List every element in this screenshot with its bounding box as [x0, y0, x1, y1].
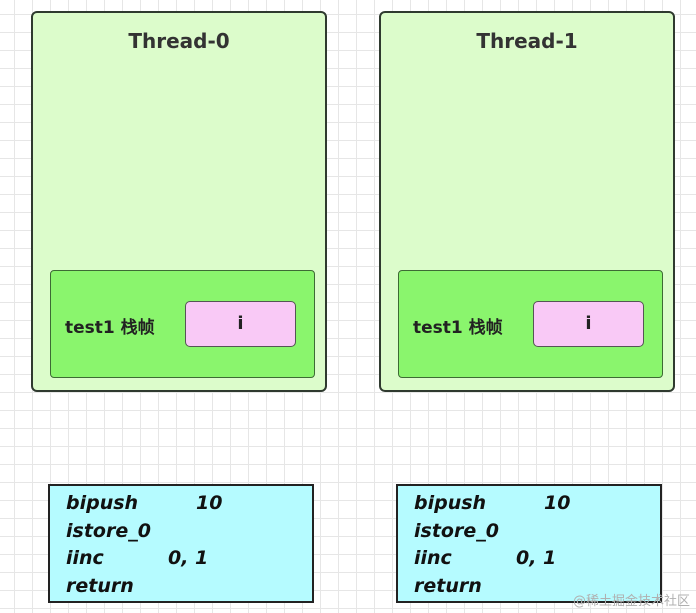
stack-frame: test1 栈帧 i: [50, 270, 315, 378]
frame-label: test1 栈帧: [65, 318, 155, 338]
bytecode-line: return: [414, 573, 660, 601]
thread-1-box: Thread-1 test1 栈帧 i: [379, 11, 675, 392]
bytecode-line: istore_0: [414, 518, 660, 546]
bytecode-arg: 10: [196, 492, 223, 514]
bytecode-op: return: [414, 574, 482, 597]
bytecode-op: istore_0: [66, 519, 151, 542]
bytecode-op: istore_0: [414, 519, 499, 542]
bytecode-box-1: bipush 10 istore_0 iinc 0, 1 return: [396, 484, 662, 603]
frame-label: test1 栈帧: [413, 318, 503, 338]
bytecode-op: iinc: [414, 547, 452, 569]
bytecode-line: bipush 10: [66, 490, 312, 518]
bytecode-op: bipush: [66, 492, 139, 514]
bytecode-op: return: [66, 574, 134, 597]
local-variable-box: i: [185, 301, 296, 347]
thread-0-box: Thread-0 test1 栈帧 i: [31, 11, 327, 392]
bytecode-line: bipush 10: [414, 490, 660, 518]
watermark: @稀土掘金技术社区: [572, 594, 690, 609]
stack-frame: test1 栈帧 i: [398, 270, 663, 378]
bytecode-arg: 0, 1: [168, 547, 209, 569]
bytecode-arg: 10: [544, 492, 571, 514]
bytecode-arg: 0, 1: [516, 547, 557, 569]
bytecode-line: return: [66, 573, 312, 601]
bytecode-line: iinc 0, 1: [414, 545, 660, 573]
bytecode-line: iinc 0, 1: [66, 545, 312, 573]
local-variable-box: i: [533, 301, 644, 347]
thread-title: Thread-0: [128, 29, 230, 53]
bytecode-line: istore_0: [66, 518, 312, 546]
bytecode-op: bipush: [414, 492, 487, 514]
thread-title: Thread-1: [476, 29, 578, 53]
bytecode-op: iinc: [66, 547, 104, 569]
bytecode-box-0: bipush 10 istore_0 iinc 0, 1 return: [48, 484, 314, 603]
